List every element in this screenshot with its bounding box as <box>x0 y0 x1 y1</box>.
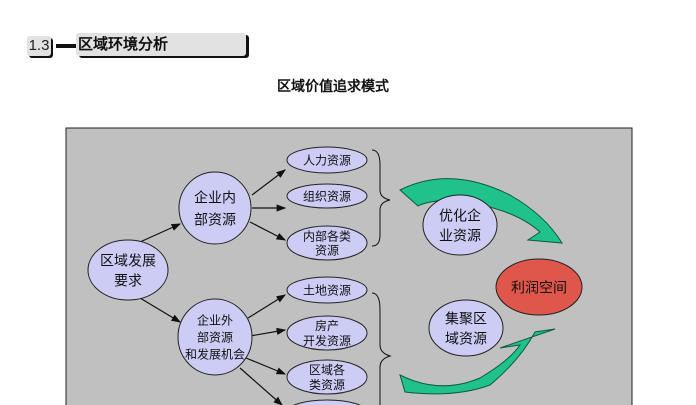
node-label: 部资源 <box>194 212 236 228</box>
node-label: 利润空间 <box>511 280 567 296</box>
connector-line <box>56 44 78 48</box>
node-internal-item: 组织资源 <box>286 183 368 209</box>
arrows <box>139 169 287 405</box>
arrow-bottom-icon <box>399 328 556 395</box>
node-external-item: 城其他 <box>293 399 361 405</box>
node-label: 区域发展 <box>100 253 156 269</box>
node-label: 企业外 <box>197 313 233 328</box>
node-label: 人力资源 <box>303 154 351 168</box>
node-label: 要求 <box>114 273 142 289</box>
node-label: 集聚区 <box>445 310 487 327</box>
section-title: 区域环境分析 <box>76 33 246 56</box>
node-external-item: 土地资源 <box>286 276 368 304</box>
diagram-title: 区域价值追求模式 <box>277 79 389 95</box>
node-label: 房产 <box>315 318 339 333</box>
brace-external <box>371 292 392 405</box>
node-label: 内部各类 <box>303 229 351 244</box>
node-profit: 利润空间 <box>495 258 583 316</box>
node-label: 域资源 <box>445 331 487 347</box>
node-label: 区域各 <box>309 362 345 377</box>
node-label: 资源 <box>315 244 339 258</box>
node-internal-item: 人力资源 <box>286 146 368 174</box>
node-label: 类资源 <box>309 378 345 392</box>
node-label: 和发展机会 <box>185 347 245 362</box>
node-label: 业资源 <box>439 228 481 244</box>
brace-internal <box>371 149 391 247</box>
section-number: 1.3 <box>27 36 51 56</box>
node-label: 部资源 <box>197 330 233 345</box>
node-label: 企业内 <box>194 189 236 206</box>
node-label: 优化企 <box>439 207 481 224</box>
node-label: 开发资源 <box>303 333 351 348</box>
node-label: 组织资源 <box>303 190 351 204</box>
node-label: 土地资源 <box>303 284 351 298</box>
